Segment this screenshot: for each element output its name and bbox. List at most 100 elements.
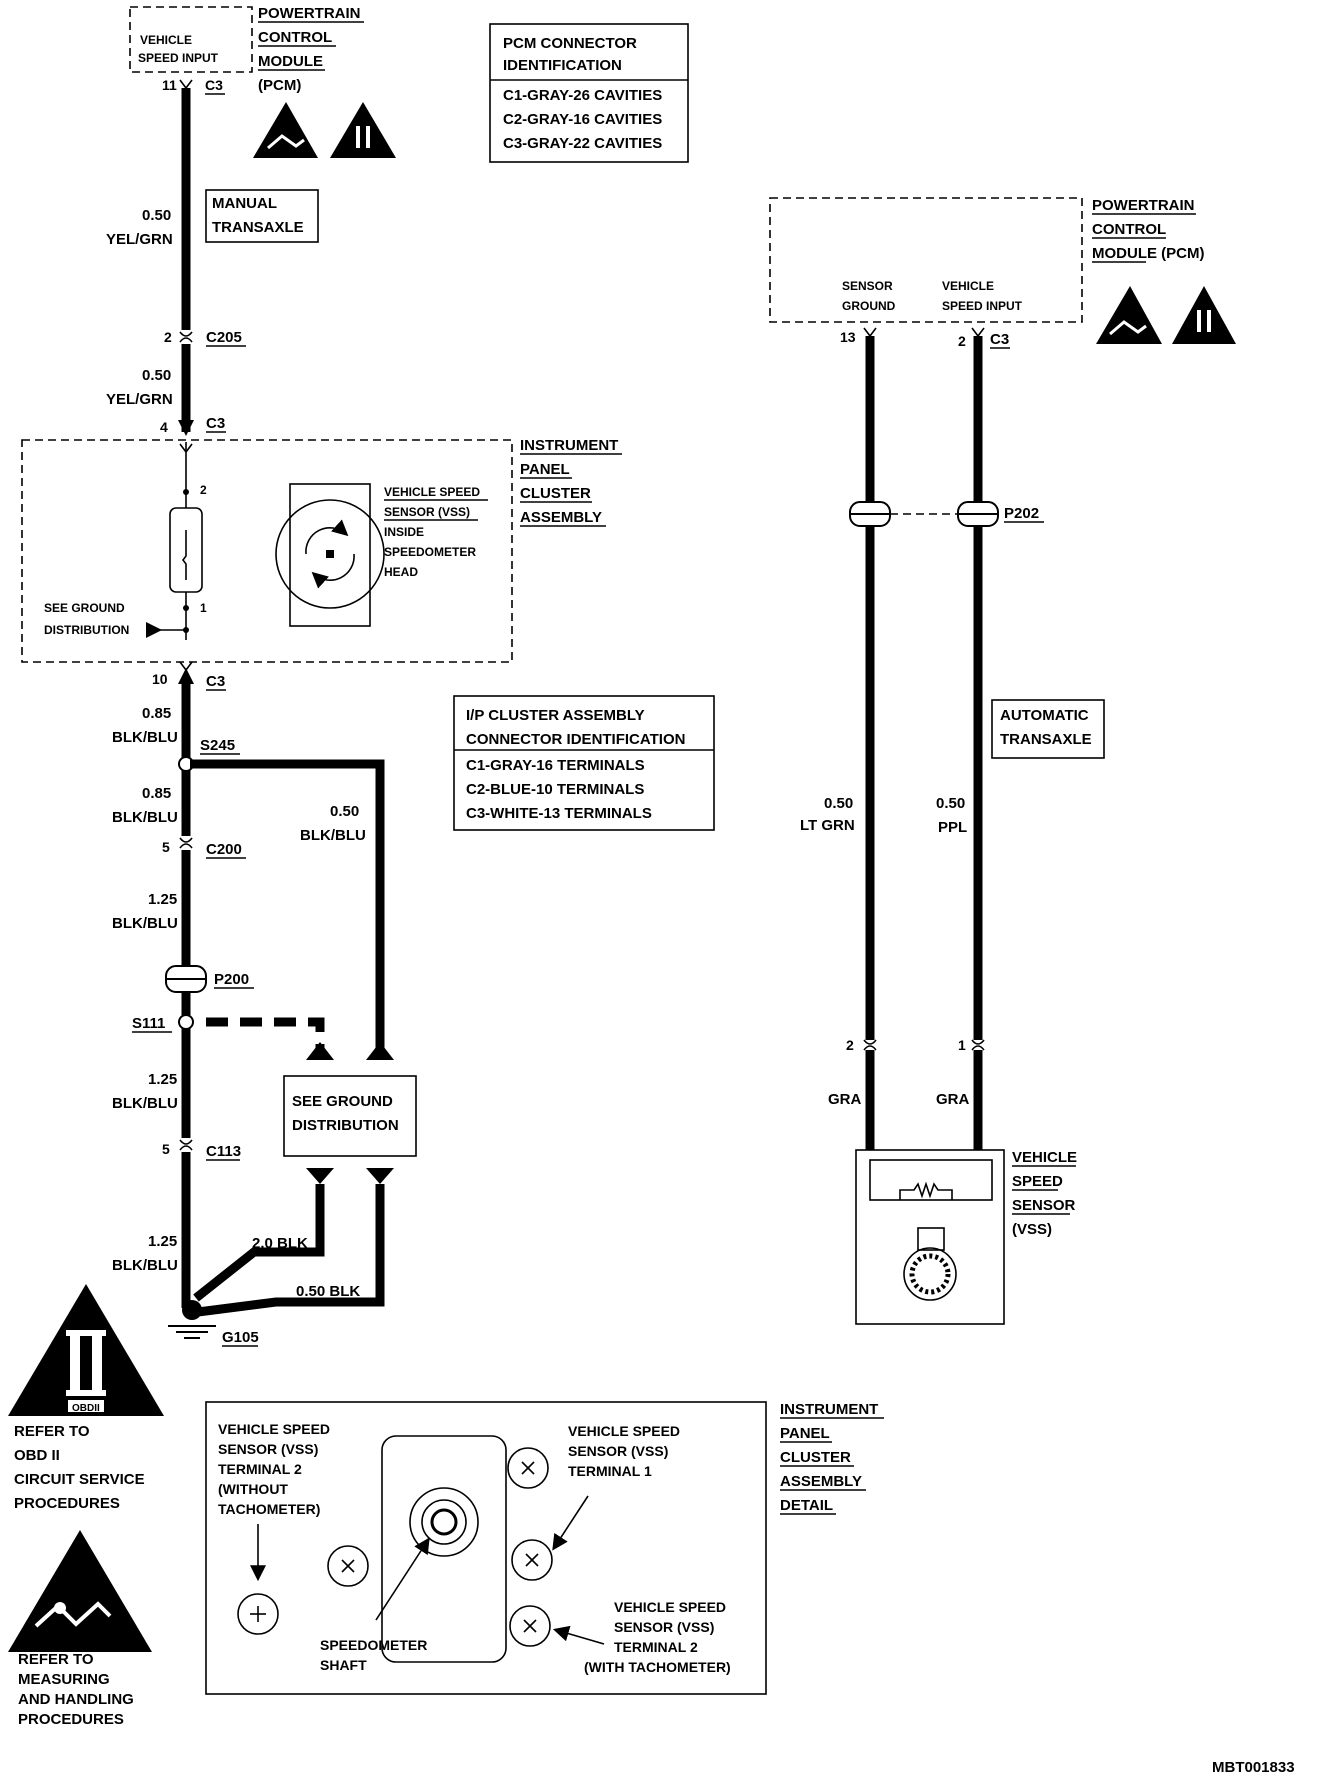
pcm-connector-id-box: PCM CONNECTOR IDENTIFICATION C1-GRAY-26 … [489,23,689,163]
ipc-pin-1: 1 [200,601,207,615]
see-ground-2: DISTRIBUTION [292,1117,399,1134]
pcm-top-title-3: MODULE [258,53,323,70]
ipc-conn-row-3: C3-WHITE-13 TERMINALS [466,805,652,822]
branch-color: BLK/BLU [300,827,366,844]
terminal-2-tach-icon [509,1605,551,1647]
manual-transaxle-1: MANUAL [212,195,277,212]
branch-gauge: 0.50 [330,803,359,820]
detail-t1-1: VEHICLE SPEED [568,1423,680,1439]
obd-note: OBDII REFER TO OBD II CIRCUIT SERVICE PR… [8,1284,164,1512]
ipc-vss-4: SPEEDOMETER [384,545,476,559]
ground-w2-gauge: 0.85 [142,785,171,802]
pcm-conn-row-2: C2-GRAY-16 CAVITIES [503,111,662,128]
ipc-vss-5: HEAD [384,565,418,579]
c3-pin-4: 4 [160,419,168,435]
detail-shaft-2: SHAFT [320,1657,367,1673]
pcm-conn-title-2: IDENTIFICATION [503,57,622,74]
ipc-pin-2: 2 [200,483,207,497]
ipc-vss-2: SENSOR (VSS) [384,505,470,519]
pcm-right-title-3: MODULE (PCM) [1092,245,1205,262]
left-w1-gauge: 0.50 [142,207,171,224]
blk-0-50: 0.50 BLK [296,1283,360,1300]
auto-transaxle-2: TRANSAXLE [1000,731,1092,748]
vss-right-1: VEHICLE [1012,1149,1077,1166]
ipc-conn-title-2: CONNECTOR IDENTIFICATION [466,731,685,748]
detail-title-5: DETAIL [780,1497,833,1514]
detail-t2-no-tach-2: SENSOR (VSS) [218,1441,318,1457]
g105-label: G105 [222,1329,259,1346]
obd-icon-right [1172,286,1236,344]
right-right-gauge: 0.50 [936,795,965,812]
sensor-ground-2: GROUND [842,299,896,313]
detail-title-1: INSTRUMENT [780,1401,878,1418]
manual-transaxle-box: MANUAL TRANSAXLE [205,189,319,243]
obd-note-2: OBD II [14,1447,60,1464]
detail-t2-tach-2: SENSOR (VSS) [614,1619,714,1635]
speedometer-shaft-icon [375,1435,507,1663]
pcm-conn-row-1: C1-GRAY-26 CAVITIES [503,87,662,104]
obd-badge: OBDII [72,1403,100,1414]
pcm-right-pin-13: 13 [840,329,856,345]
ground-w5-gauge: 1.25 [148,1233,177,1250]
ground-w3-color: BLK/BLU [112,915,178,932]
ground-c3-label: C3 [206,673,225,690]
left-w2-gauge: 0.50 [142,367,171,384]
auto-transaxle-1: AUTOMATIC [1000,707,1089,724]
ipc-conn-row-2: C2-BLUE-10 TERMINALS [466,781,644,798]
ground-w5-color: BLK/BLU [112,1257,178,1274]
c113-pin: 5 [162,1141,170,1157]
esd-note-2: MEASURING [18,1671,110,1688]
ground-w4-color: BLK/BLU [112,1095,178,1112]
pcm-right-title-2: CONTROL [1092,221,1166,238]
esd-note-4: PROCEDURES [18,1711,124,1728]
ipc-detail-box: INSTRUMENT PANEL CLUSTER ASSEMBLY DETAIL… [205,1401,884,1695]
terminal-mid-icon [327,1545,369,1587]
obd-note-4: PROCEDURES [14,1495,120,1512]
obd-note-1: REFER TO [14,1423,90,1440]
pcm-right: POWERTRAIN CONTROL MODULE (PCM) SENSOR G… [769,197,1205,349]
pcm-right-title-1: POWERTRAIN [1092,197,1195,214]
speedometer-head-icon [275,483,385,627]
c200-label: C200 [206,841,242,858]
pcm-right-vss-1: VEHICLE [942,279,994,293]
ipc-ground-ref-1: SEE GROUND [44,601,125,615]
right-right-color: PPL [938,819,967,836]
esd-icon-right [1096,286,1162,344]
vss-right-3: SENSOR [1012,1197,1076,1214]
pcm-conn-row-3: C3-GRAY-22 CAVITIES [503,135,662,152]
vss-right-4: (VSS) [1012,1221,1052,1238]
manual-transaxle-2: TRANSAXLE [212,219,304,236]
ground-w3-gauge: 1.25 [148,891,177,908]
pcm-conn-title-1: PCM CONNECTOR [503,35,637,52]
figure-id: MBT001833 [1212,1759,1295,1776]
pcm-top-conn: C3 [205,77,223,93]
ipc-ground-ref-2: DISTRIBUTION [44,623,129,637]
gra-right: GRA [936,1091,970,1108]
pcm-top-title-4: (PCM) [258,77,301,94]
esd-note-3: AND HANDLING [18,1691,134,1708]
c3-label-top: C3 [206,415,225,432]
detail-t1-2: SENSOR (VSS) [568,1443,668,1459]
pcm-right-pin-2: 2 [958,333,966,349]
detail-title-4: ASSEMBLY [780,1473,862,1490]
ipc-vss-1: VEHICLE SPEED [384,485,480,499]
esd-icon [253,102,318,158]
sensor-ground-1: SENSOR [842,279,893,293]
pcm-top-vss-line2: SPEED INPUT [138,51,219,65]
c200-pin: 5 [162,839,170,855]
vss-sensor-icon [855,1149,1005,1325]
obd-note-3: CIRCUIT SERVICE [14,1471,145,1488]
terminal-top-right-icon [507,1447,549,1489]
right-left-color: LT GRN [800,817,855,834]
vss-pin-2: 2 [846,1037,854,1053]
ipc-vss-3: INSIDE [384,525,424,539]
detail-title-3: CLUSTER [780,1449,851,1466]
detail-t2-tach-4: (WITH TACHOMETER) [584,1659,731,1675]
right-left-gauge: 0.50 [824,795,853,812]
ipc-title-4: ASSEMBLY [520,509,602,526]
pcm-top: VEHICLE SPEED INPUT POWERTRAIN CONTROL M… [129,5,364,95]
detail-t2-no-tach-1: VEHICLE SPEED [218,1421,330,1437]
instrument-panel-cluster: INSTRUMENT PANEL CLUSTER ASSEMBLY 2 1 SE… [21,437,622,663]
ground-w1-color: BLK/BLU [112,729,178,746]
